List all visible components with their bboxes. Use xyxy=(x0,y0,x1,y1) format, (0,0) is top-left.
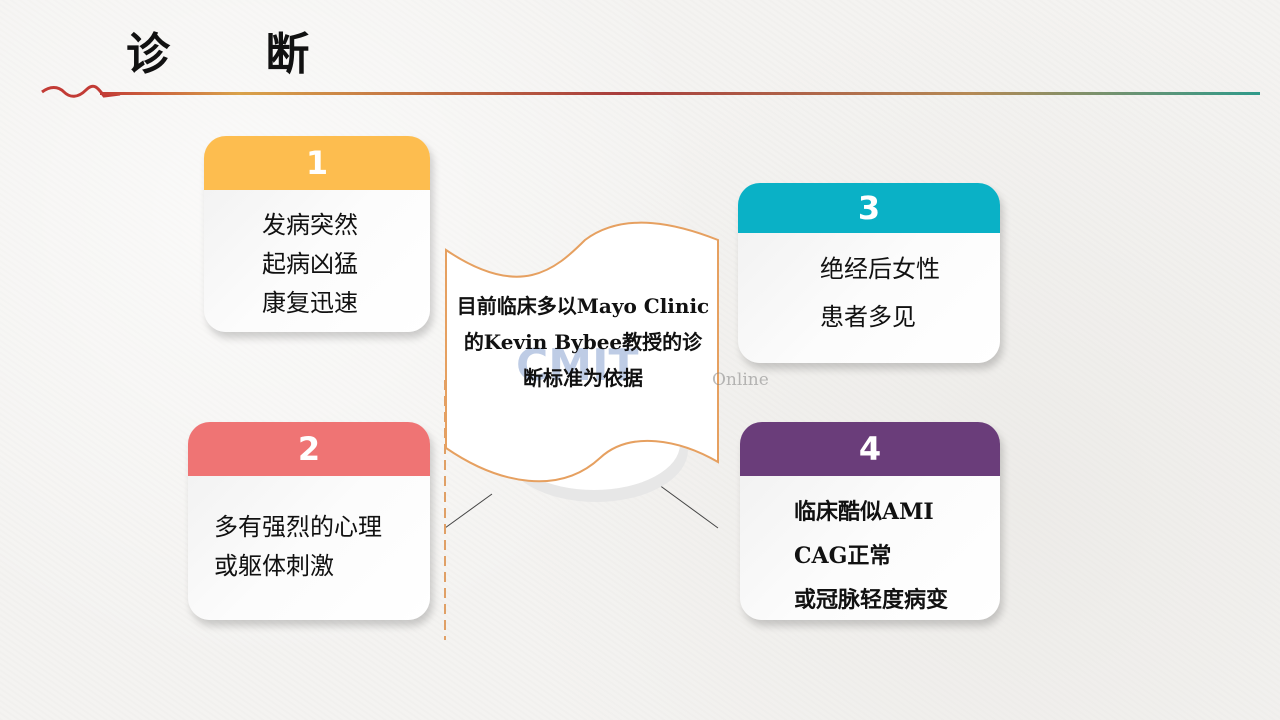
title-underline-decoration xyxy=(41,84,1260,98)
card-body: 绝经后女性 患者多见 xyxy=(820,245,940,341)
card-number: 4 xyxy=(740,422,1000,476)
card-number: 3 xyxy=(738,183,1000,233)
criteria-card-2: 2 多有强烈的心理 或躯体刺激 xyxy=(188,422,430,620)
card-line: CAG正常 xyxy=(794,543,892,569)
card-number: 1 xyxy=(204,136,430,190)
card-line: 多有强烈的心理 xyxy=(214,513,382,541)
criteria-card-1: 1 发病突然 起病凶猛 康复迅速 xyxy=(204,136,430,332)
center-banner-text: 目前临床多以Mayo Clinic的Kevin Bybee教授的诊断标准为依据 xyxy=(456,294,710,390)
connector-line xyxy=(654,481,719,529)
connector-line xyxy=(444,493,493,529)
slide-title: 诊 断 xyxy=(126,29,350,80)
card-line: 康复迅速 xyxy=(262,289,358,317)
card-line: 临床酷似AMI xyxy=(794,499,934,525)
card-line: 或冠脉轻度病变 xyxy=(794,587,949,613)
criteria-card-4: 4 临床酷似AMI CAG正常 或冠脉轻度病变 xyxy=(740,422,1000,620)
card-line: 绝经后女性 xyxy=(820,255,940,283)
card-line: 发病突然 xyxy=(262,211,358,239)
card-line: 或躯体刺激 xyxy=(214,552,334,580)
scroll-banner xyxy=(445,221,719,483)
cmit-watermark-logo: CMIT xyxy=(516,340,639,391)
card-body: 发病突然 起病凶猛 康复迅速 xyxy=(262,206,358,323)
watermark-online-label: Online xyxy=(712,370,769,390)
card-line: 患者多见 xyxy=(820,303,916,331)
card-body: 临床酷似AMI CAG正常 或冠脉轻度病变 xyxy=(794,490,948,620)
card-body: 多有强烈的心理 或躯体刺激 xyxy=(214,508,382,586)
criteria-card-3: 3 绝经后女性 患者多见 xyxy=(738,183,1000,363)
card-line: 起病凶猛 xyxy=(262,250,358,278)
card-number: 2 xyxy=(188,422,430,476)
